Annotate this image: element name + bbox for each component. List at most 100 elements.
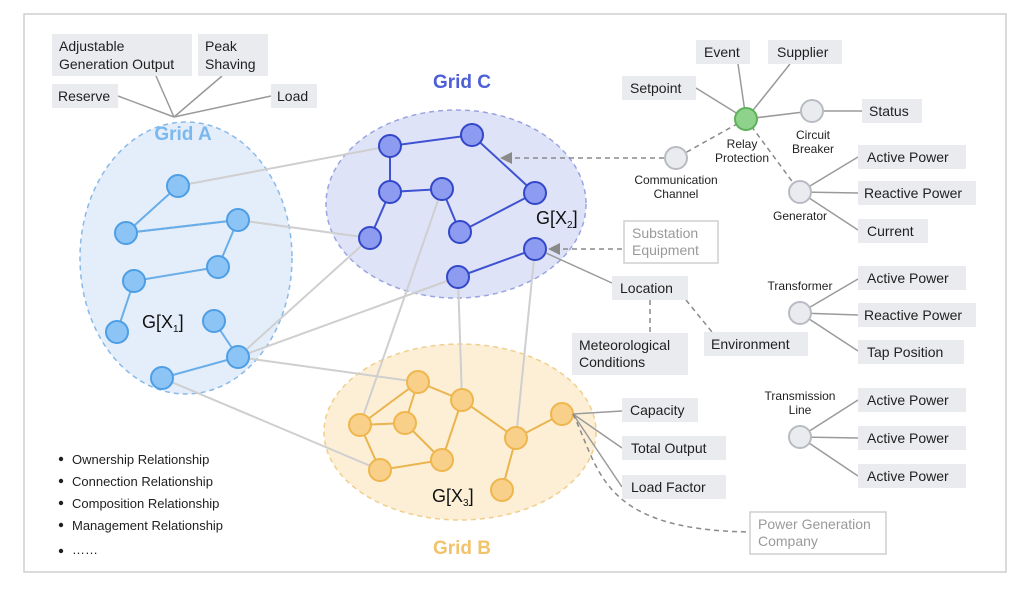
svg-text:Active Power: Active Power [867, 430, 949, 446]
tag-transformer-active-power: Active Power [858, 266, 966, 290]
circuit-breaker-node [800, 99, 824, 123]
svg-text:Active Power: Active Power [867, 149, 949, 165]
svg-text:Location: Location [620, 280, 673, 296]
tag-substation-equipment: Substation Equipment [623, 220, 719, 264]
svg-text:Peak: Peak [205, 38, 238, 54]
grid-c-node [446, 265, 470, 289]
grid-c-graph-label: G[X2] [536, 208, 578, 231]
grid-c-nodes [358, 123, 547, 289]
grid-c-node [358, 226, 382, 250]
tag-event: Event [696, 40, 750, 64]
grid-b-graph-label: G[X3] [432, 486, 474, 509]
tag-transmission-active-power-2: Active Power [858, 426, 966, 450]
svg-text:Load Factor: Load Factor [631, 479, 706, 495]
arrow-head-icon [500, 152, 512, 164]
grid-a-nodes [105, 174, 250, 390]
svg-text:Reserve: Reserve [58, 88, 110, 104]
tag-capacity: Capacity [622, 398, 698, 422]
tag-status: Status [862, 99, 922, 123]
svg-text:Tap Position: Tap Position [867, 344, 943, 360]
grid-b-node [450, 388, 474, 412]
tag-tap-position: Tap Position [858, 340, 964, 364]
svg-text:Active Power: Active Power [867, 468, 949, 484]
grid-a-tag-links [117, 75, 272, 118]
company-dashed-link [572, 413, 751, 533]
grid-a-node [206, 255, 230, 279]
svg-text:Power Generation: Power Generation [758, 516, 871, 532]
tag-generator-reactive-power: Reactive Power [858, 181, 976, 205]
svg-text:Shaving: Shaving [205, 56, 256, 72]
grid-c-node [460, 123, 484, 147]
grid-b-nodes [348, 370, 574, 502]
tag-supplier: Supplier [768, 40, 842, 64]
grid-c-title: Grid C [433, 72, 491, 93]
grid-b-tag-links [572, 410, 623, 488]
tag-generator-current: Current [858, 219, 928, 243]
svg-text:Capacity: Capacity [630, 402, 684, 418]
relationship-legend: Ownership Relationship Connection Relati… [58, 452, 223, 557]
grid-b-title: Grid B [433, 538, 491, 559]
relay-protection-node [734, 107, 758, 131]
grid-a-node [114, 221, 138, 245]
svg-text:Reactive Power: Reactive Power [864, 185, 962, 201]
tag-load-factor: Load Factor [622, 475, 726, 499]
grid-a-node [105, 320, 129, 344]
grid-a-graph-label: G[X1] [142, 312, 184, 335]
grid-a-node [122, 269, 146, 293]
svg-text:Substation: Substation [632, 225, 698, 241]
tag-location: Location [612, 276, 688, 300]
grid-a-region [79, 121, 293, 395]
location-link [545, 252, 613, 284]
tag-total-output: Total Output [622, 436, 726, 460]
tag-setpoint: Setpoint [622, 76, 696, 100]
grid-a-node [226, 345, 250, 369]
svg-text:Supplier: Supplier [777, 44, 829, 60]
grid-a-node [226, 208, 250, 232]
generator-node [788, 180, 812, 204]
svg-text:Meteorological: Meteorological [579, 337, 670, 353]
transformer-label: Transformer [768, 279, 833, 293]
grid-a-node [150, 366, 174, 390]
legend-item: …… [72, 542, 98, 557]
grid-b-node [550, 402, 574, 426]
tag-load: Load [271, 84, 317, 108]
grid-b-node [490, 478, 514, 502]
grid-b-node [368, 458, 392, 482]
grid-b-node [348, 413, 372, 437]
arrow-head-icon [548, 243, 560, 255]
grid-b-node [406, 370, 430, 394]
grid-b-node [430, 448, 454, 472]
tag-transformer-reactive-power: Reactive Power [858, 303, 976, 327]
grid-c-node [448, 220, 472, 244]
grid-c-node [378, 180, 402, 204]
svg-text:Conditions: Conditions [579, 354, 645, 370]
tag-transmission-active-power-3: Active Power [858, 464, 966, 488]
tag-power-generation-company: Power Generation Company [749, 511, 887, 555]
environment-dashed-links [649, 299, 713, 333]
svg-text:Reactive Power: Reactive Power [864, 307, 962, 323]
legend-item: Connection Relationship [72, 474, 213, 489]
svg-text:Adjustable: Adjustable [59, 38, 125, 54]
grid-a-node [166, 174, 190, 198]
inter-grid-links [161, 145, 536, 471]
grid-a-title: Grid A [154, 124, 212, 145]
svg-text:Event: Event [704, 44, 740, 60]
svg-text:Equipment: Equipment [632, 242, 699, 258]
svg-text:Active Power: Active Power [867, 392, 949, 408]
grid-c-node [378, 134, 402, 158]
tag-generator-active-power: Active Power [858, 145, 966, 169]
legend-item: Management Relationship [72, 518, 223, 533]
svg-text:Status: Status [869, 103, 909, 119]
svg-text:Active Power: Active Power [867, 270, 949, 286]
grid-c-node [430, 177, 454, 201]
transmission-line-node [788, 425, 812, 449]
svg-text:Setpoint: Setpoint [630, 80, 681, 96]
grid-b-node [504, 426, 528, 450]
generator-label: Generator [773, 209, 827, 223]
svg-text:Load: Load [277, 88, 308, 104]
